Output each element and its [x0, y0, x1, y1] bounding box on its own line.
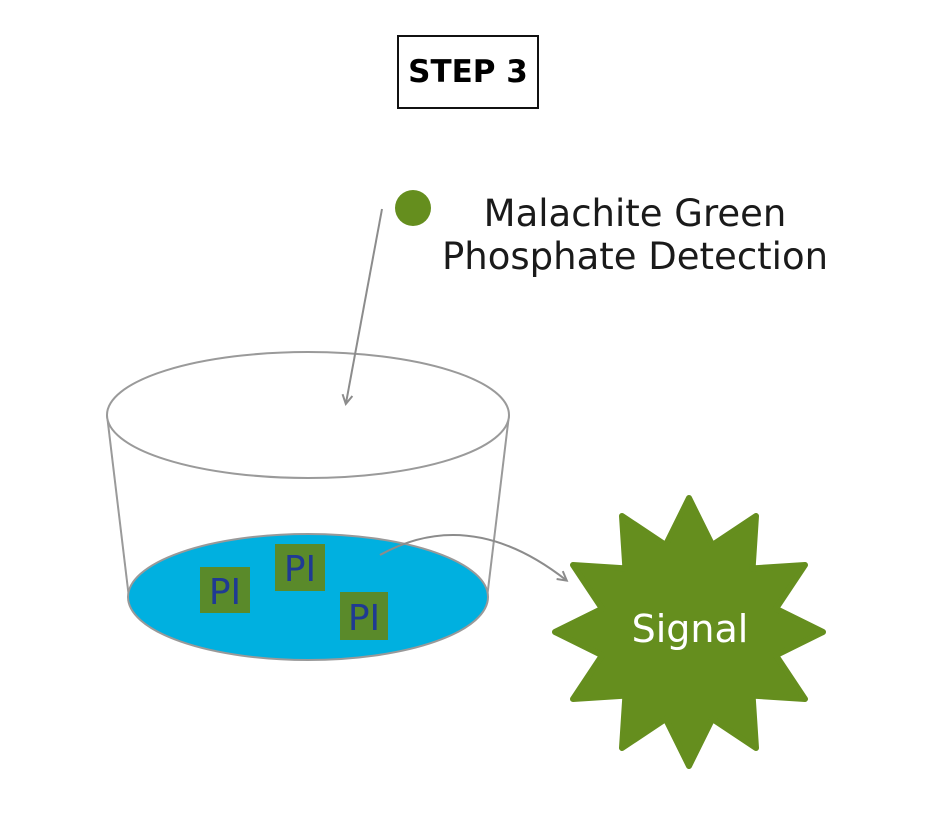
pi-label: PI — [284, 549, 316, 590]
well-left-wall — [106, 414, 130, 599]
pi-marker: PI — [200, 567, 250, 613]
pi-marker: PI — [340, 592, 388, 640]
signal-burst-icon — [552, 495, 826, 769]
signal-arrow — [379, 534, 566, 580]
reagent-label-line1: Malachite Green — [483, 192, 787, 235]
reagent-label: Malachite Green Phosphate Detection — [410, 192, 860, 278]
signal-label: Signal — [632, 607, 749, 651]
step-label-box: STEP 3 — [397, 35, 539, 109]
well-rim — [106, 351, 510, 479]
well-liquid — [127, 533, 489, 661]
pi-label: PI — [348, 598, 380, 639]
reagent-label-line2: Phosphate Detection — [441, 235, 829, 278]
reagent-addition-arrow — [346, 208, 383, 403]
pi-label: PI — [209, 572, 241, 613]
reagent-dot-icon — [395, 190, 431, 226]
well-right-wall — [486, 414, 510, 599]
step-label: STEP 3 — [408, 54, 528, 90]
pi-marker: PI — [275, 544, 325, 591]
